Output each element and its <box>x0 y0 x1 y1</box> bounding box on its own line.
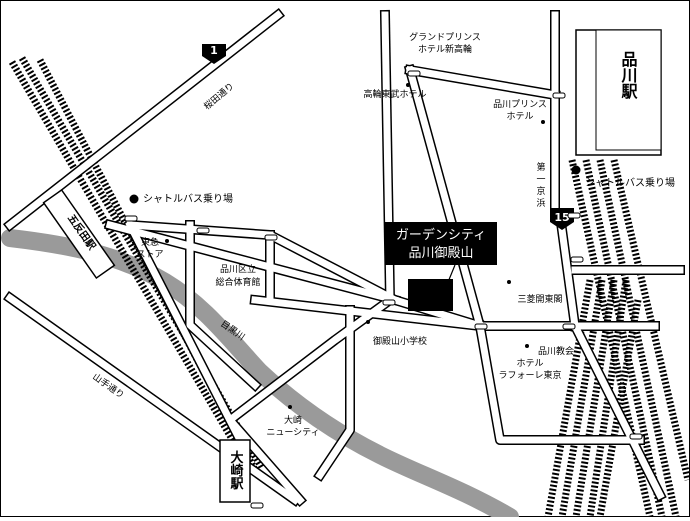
shinagawa-prince-label: 品川プリンス <box>493 99 547 110</box>
svg-text:ホテル: ホテル <box>506 111 533 122</box>
destination-pointer <box>445 264 456 288</box>
svg-text:浜: 浜 <box>536 198 545 209</box>
svg-text:ガーデンシティ: ガーデンシティ <box>396 227 486 243</box>
svg-text:品川御殿山: 品川御殿山 <box>408 246 473 261</box>
shinagawa-station: 品川駅 <box>575 29 662 156</box>
garden-city-building <box>408 279 453 311</box>
gymnasium-label: 品川区立 <box>220 263 256 275</box>
meguro-river <box>1 229 519 521</box>
svg-text:総合体育館: 総合体育館 <box>215 276 260 288</box>
takanawa-tobu-label: 高輪東武ホテル <box>363 88 426 100</box>
grand-prince-label: グランドプリンス <box>409 31 481 43</box>
svg-text:ニューシティ: ニューシティ <box>266 427 319 438</box>
shuttle-stop-gotanda-label: シャトルバス乗り場 <box>143 192 233 205</box>
svg-text:京: 京 <box>536 185 545 197</box>
route-1-badge: 1 <box>202 44 226 64</box>
svg-text:ホテル: ホテル <box>516 358 543 369</box>
svg-text:ホテル新高輪: ホテル新高輪 <box>418 43 472 55</box>
mitsubishi-kaitokaku-label: 三菱開東閣 <box>517 293 562 305</box>
svg-text:品川駅: 品川駅 <box>619 51 639 100</box>
railways <box>8 56 690 518</box>
svg-text:ストア: ストア <box>136 250 163 260</box>
svg-text:15: 15 <box>554 211 569 224</box>
osaki-newcity-label: 大崎 <box>284 414 302 426</box>
shuttle-stop-shinagawa-label: シャトルバス乗り場 <box>585 176 675 189</box>
shuttle-stop-shinagawa-marker <box>571 165 581 175</box>
svg-text:大崎駅: 大崎駅 <box>228 450 245 491</box>
crossing-markers <box>124 70 643 509</box>
svg-text:ラフォーレ東京: ラフォーレ東京 <box>498 369 561 381</box>
daiichi-keihin-label: 第 一 京 浜 <box>536 161 545 209</box>
svg-text:第: 第 <box>536 161 545 173</box>
church-label: 品川教会 <box>538 345 574 357</box>
svg-text:1: 1 <box>210 44 218 57</box>
goten-elementary-label: 御殿山小学校 <box>373 335 427 347</box>
tokyu-store-label: 東急 <box>141 236 159 248</box>
svg-text:一: 一 <box>536 175 545 185</box>
landmarks: グランドプリンス ホテル新高輪 高輪東武ホテル 品川プリンス ホテル 東急 スト… <box>136 31 574 438</box>
osaki-station: 大崎駅 <box>219 439 251 503</box>
destination-label: ガーデンシティ 品川御殿山 <box>385 222 497 265</box>
shuttle-stop-gotanda-marker <box>129 194 139 204</box>
